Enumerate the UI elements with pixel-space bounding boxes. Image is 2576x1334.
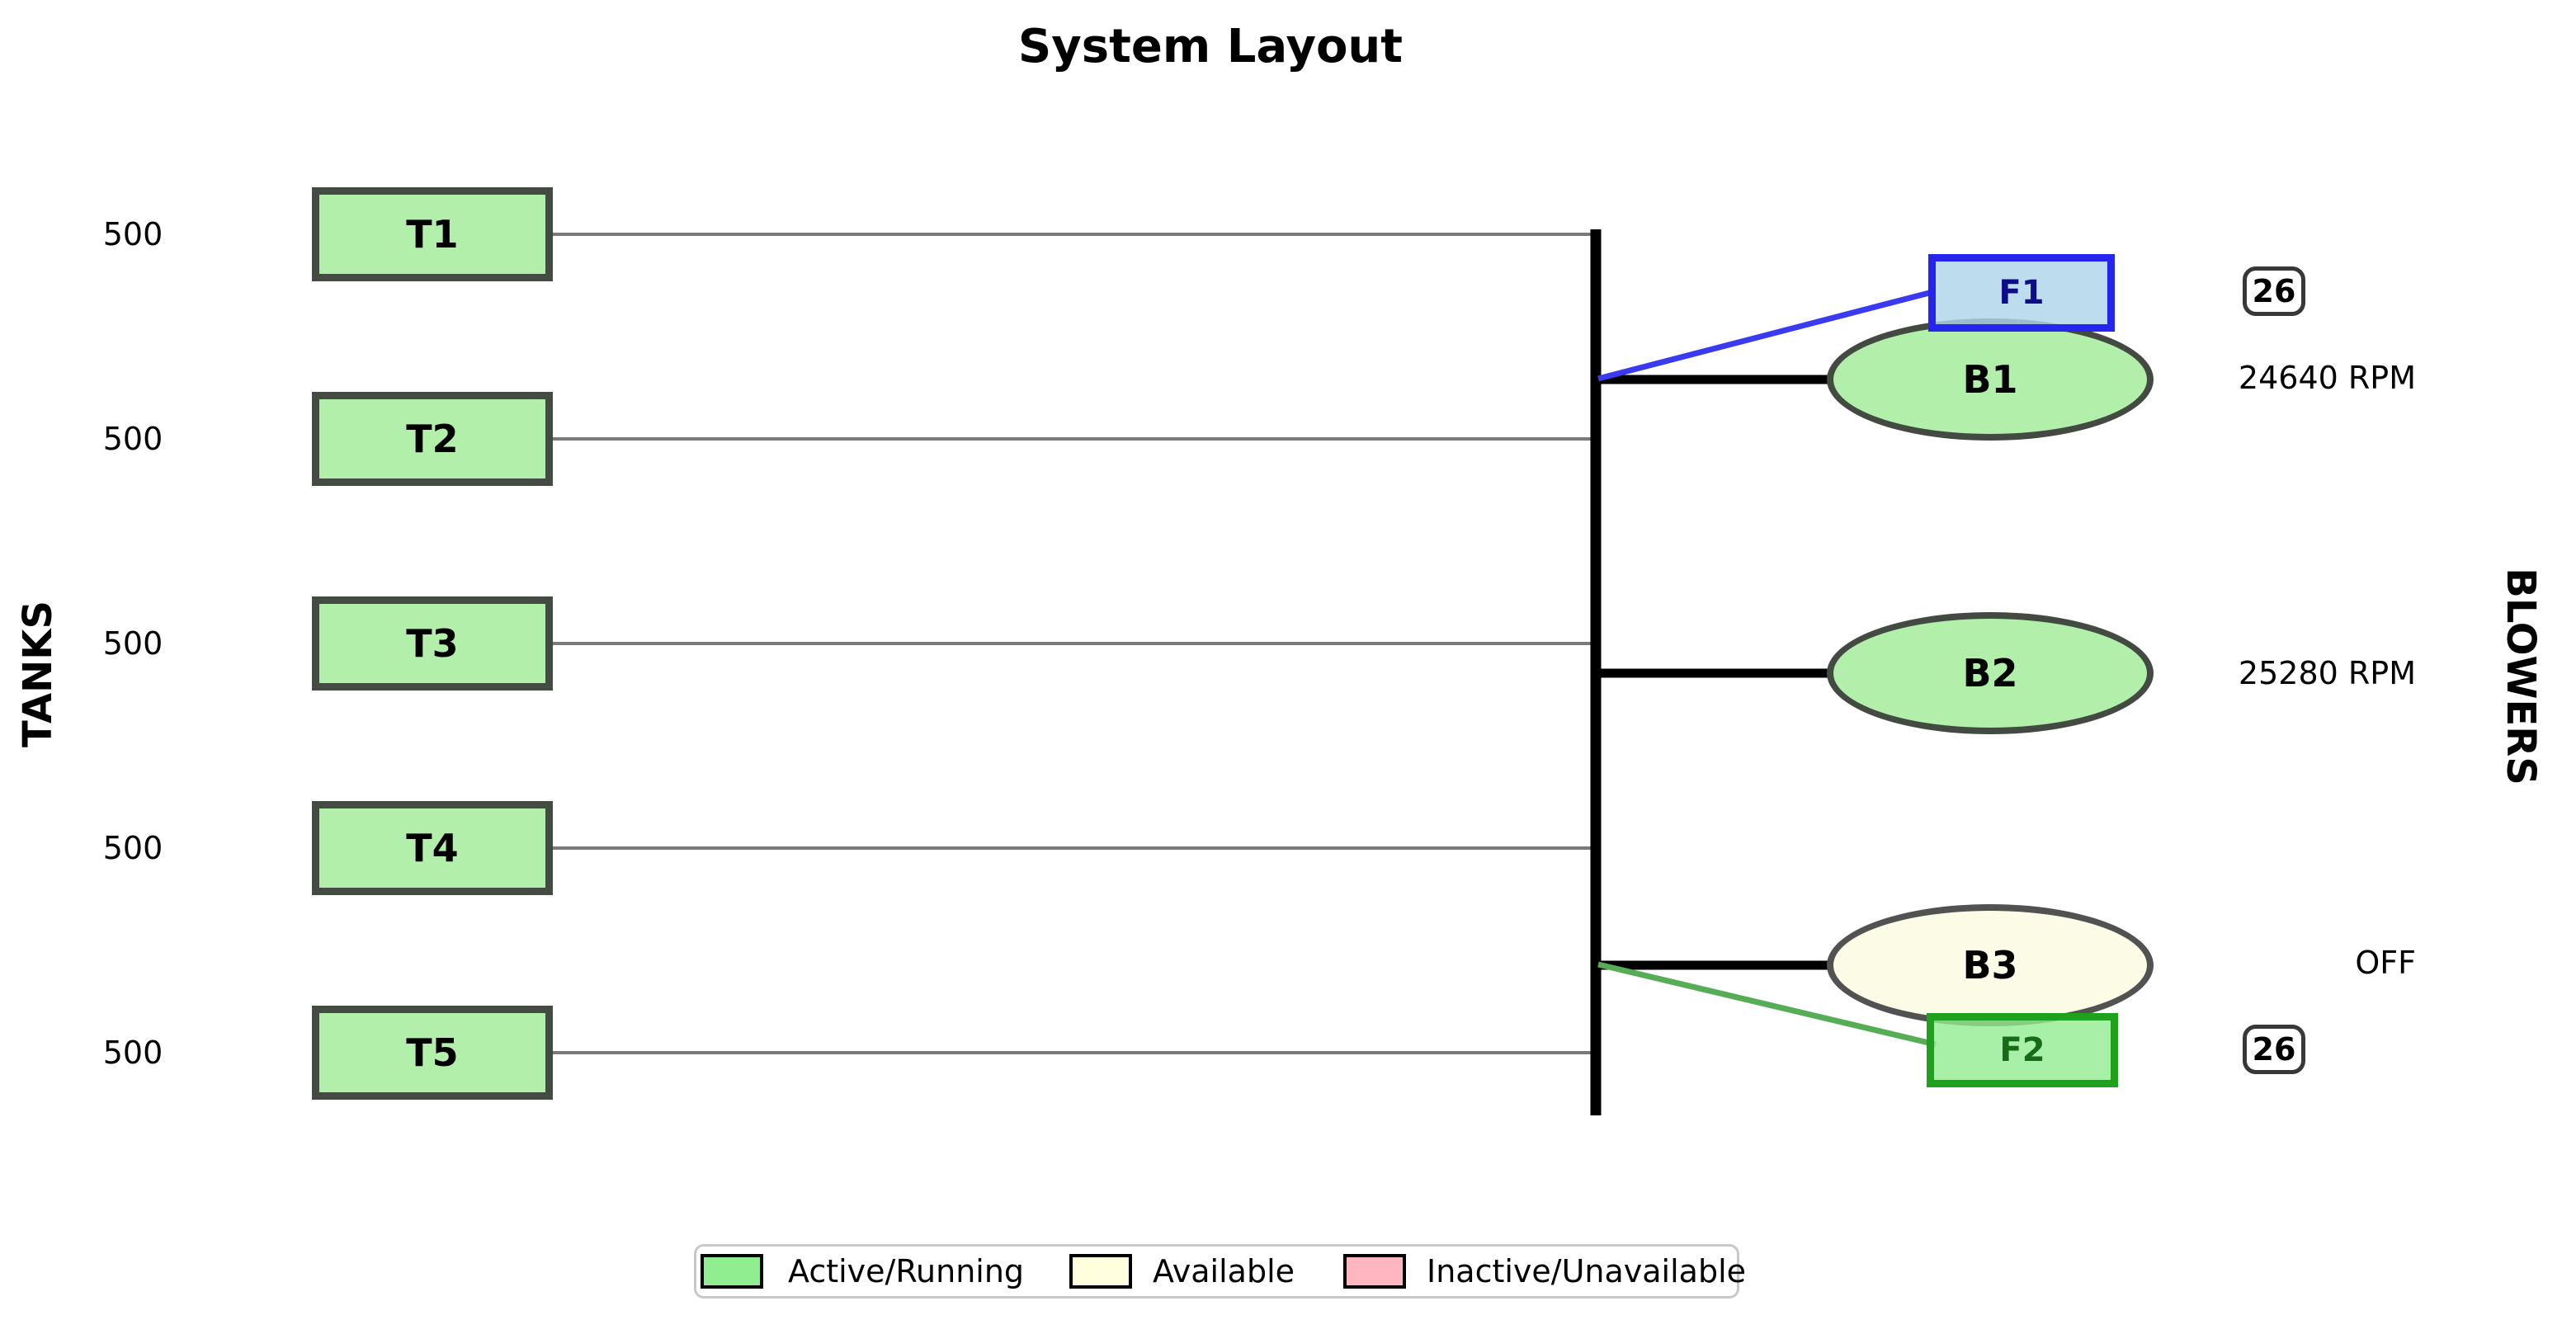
tank-capacity-label: 500 bbox=[102, 421, 163, 457]
blower-node-b2: B2 bbox=[1827, 612, 2154, 734]
fan-node-f1: F1 bbox=[1928, 254, 2115, 332]
fan-count-badge-f1: 26 bbox=[2243, 266, 2305, 316]
blower-node-b1: B1 bbox=[1827, 318, 2154, 441]
blower-status-b2: 25280 RPM bbox=[2238, 655, 2416, 691]
fan-node-f2: F2 bbox=[1927, 1013, 2118, 1087]
fan-connector-f2 bbox=[1597, 961, 1937, 1048]
tank-node-t1: T1 bbox=[312, 187, 553, 281]
fan-count-badge-f2: 26 bbox=[2243, 1025, 2305, 1074]
legend: Active/Running Available Inactive/Unavai… bbox=[694, 1244, 1746, 1299]
tank-node-t2: T2 bbox=[312, 392, 553, 486]
tank-capacity-label: 500 bbox=[102, 625, 163, 662]
tank-capacity-label: 500 bbox=[102, 216, 163, 252]
legend-label-active: Active/Running bbox=[788, 1253, 1025, 1289]
tank-node-t3: T3 bbox=[312, 596, 553, 691]
tanks-axis-label: TANKS bbox=[15, 600, 61, 748]
fan-connector-f1 bbox=[1597, 289, 1933, 382]
blowers-axis-label: BLOWERS bbox=[2498, 568, 2544, 785]
tank-node-t4: T4 bbox=[312, 801, 553, 895]
tank-capacity-label: 500 bbox=[102, 830, 163, 866]
legend-swatch-active bbox=[701, 1254, 763, 1289]
legend-label-available: Available bbox=[1153, 1253, 1295, 1289]
tank-node-t5: T5 bbox=[312, 1006, 553, 1100]
legend-swatch-available bbox=[1069, 1254, 1132, 1289]
page-title: System Layout bbox=[1017, 20, 1404, 73]
tank-capacity-label: 500 bbox=[102, 1035, 163, 1071]
legend-label-inactive: Inactive/Unavailable bbox=[1427, 1253, 1747, 1289]
blower-status-b1: 24640 RPM bbox=[2238, 360, 2416, 396]
legend-swatch-inactive bbox=[1343, 1254, 1406, 1289]
blower-status-b3: OFF bbox=[2355, 945, 2416, 981]
